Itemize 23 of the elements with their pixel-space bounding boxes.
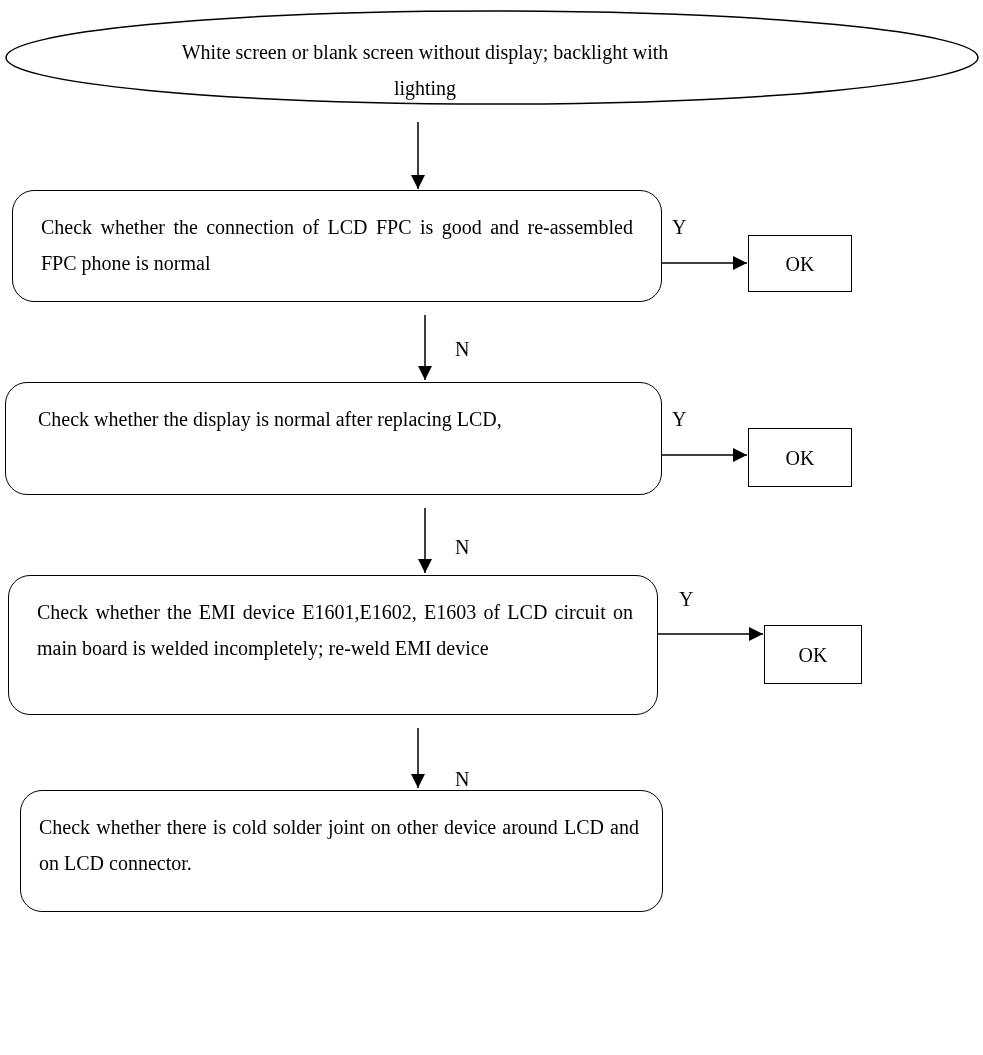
- start-ellipse: [5, 10, 979, 105]
- process-box: [12, 190, 662, 302]
- arrow: [411, 121, 425, 190]
- result-box: [748, 428, 852, 487]
- node-text: Check whether there is cold solder joint on other device around LCD and on LCD connector.: [39, 815, 639, 876]
- process-box: [5, 382, 662, 495]
- result-box: [748, 235, 852, 292]
- arrow: [418, 314, 432, 381]
- node-text: OK: [797, 642, 829, 668]
- node-text: OK: [784, 251, 816, 277]
- process-box: [8, 575, 658, 715]
- node-text: Check whether the connection of LCD FPC is good and re-assembled FPC phone is normal: [41, 215, 633, 277]
- result-box: [764, 625, 862, 684]
- arrow: [657, 627, 764, 641]
- arrow: [418, 507, 432, 574]
- node-text: White screen or blank screen without display; backlight with lighting: [180, 40, 670, 102]
- arrow: [411, 727, 425, 789]
- arrow: [661, 448, 748, 462]
- node-text: Check whether the display is normal after replacing LCD,: [38, 407, 503, 433]
- arrow: [661, 256, 748, 270]
- node-text: Check whether the EMI device E1601,E1602, E1603 of LCD circuit on main board is welded incompletely; re-weld EMI device: [37, 600, 633, 662]
- node-text: OK: [784, 445, 816, 471]
- process-box: [20, 790, 663, 912]
